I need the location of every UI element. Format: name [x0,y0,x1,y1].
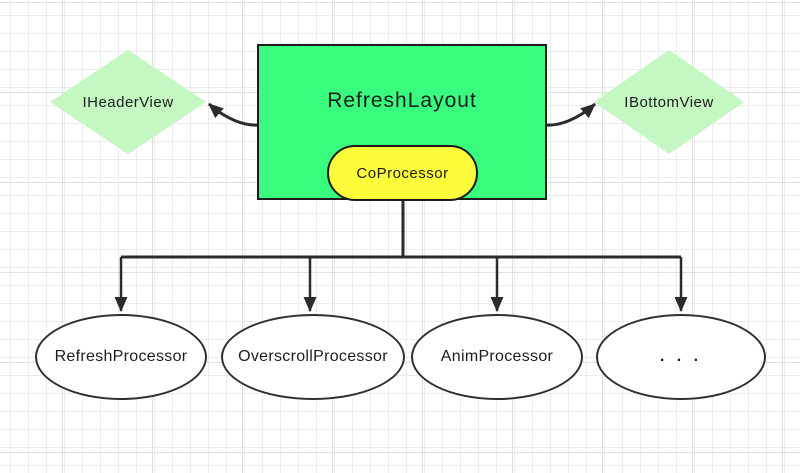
node-animprocessor-label: AnimProcessor [440,348,554,365]
node-coprocessor-label: CoProcessor [356,164,449,182]
node-refreshprocessor: RefreshProcessor [35,314,207,400]
node-animprocessor: AnimProcessor [411,314,583,400]
node-more-processors-label: . . . [659,348,703,365]
node-refreshprocessor-label: RefreshProcessor [54,348,188,365]
node-ibottomview-label: IBottomView [624,93,714,111]
node-more-processors: . . . [596,314,766,400]
node-overscrollprocessor-label: OverscrollProcessor [238,348,388,365]
node-coprocessor: CoProcessor [327,145,478,201]
node-iheaderview-label: IHeaderView [82,93,174,111]
connector-arrow-ibottomview [545,102,596,127]
connector-arrow-iheaderview [208,102,259,127]
node-refreshlayout-label: RefreshLayout [327,89,477,112]
node-refreshlayout: RefreshLayout [257,44,547,200]
node-overscrollprocessor: OverscrollProcessor [221,314,405,400]
